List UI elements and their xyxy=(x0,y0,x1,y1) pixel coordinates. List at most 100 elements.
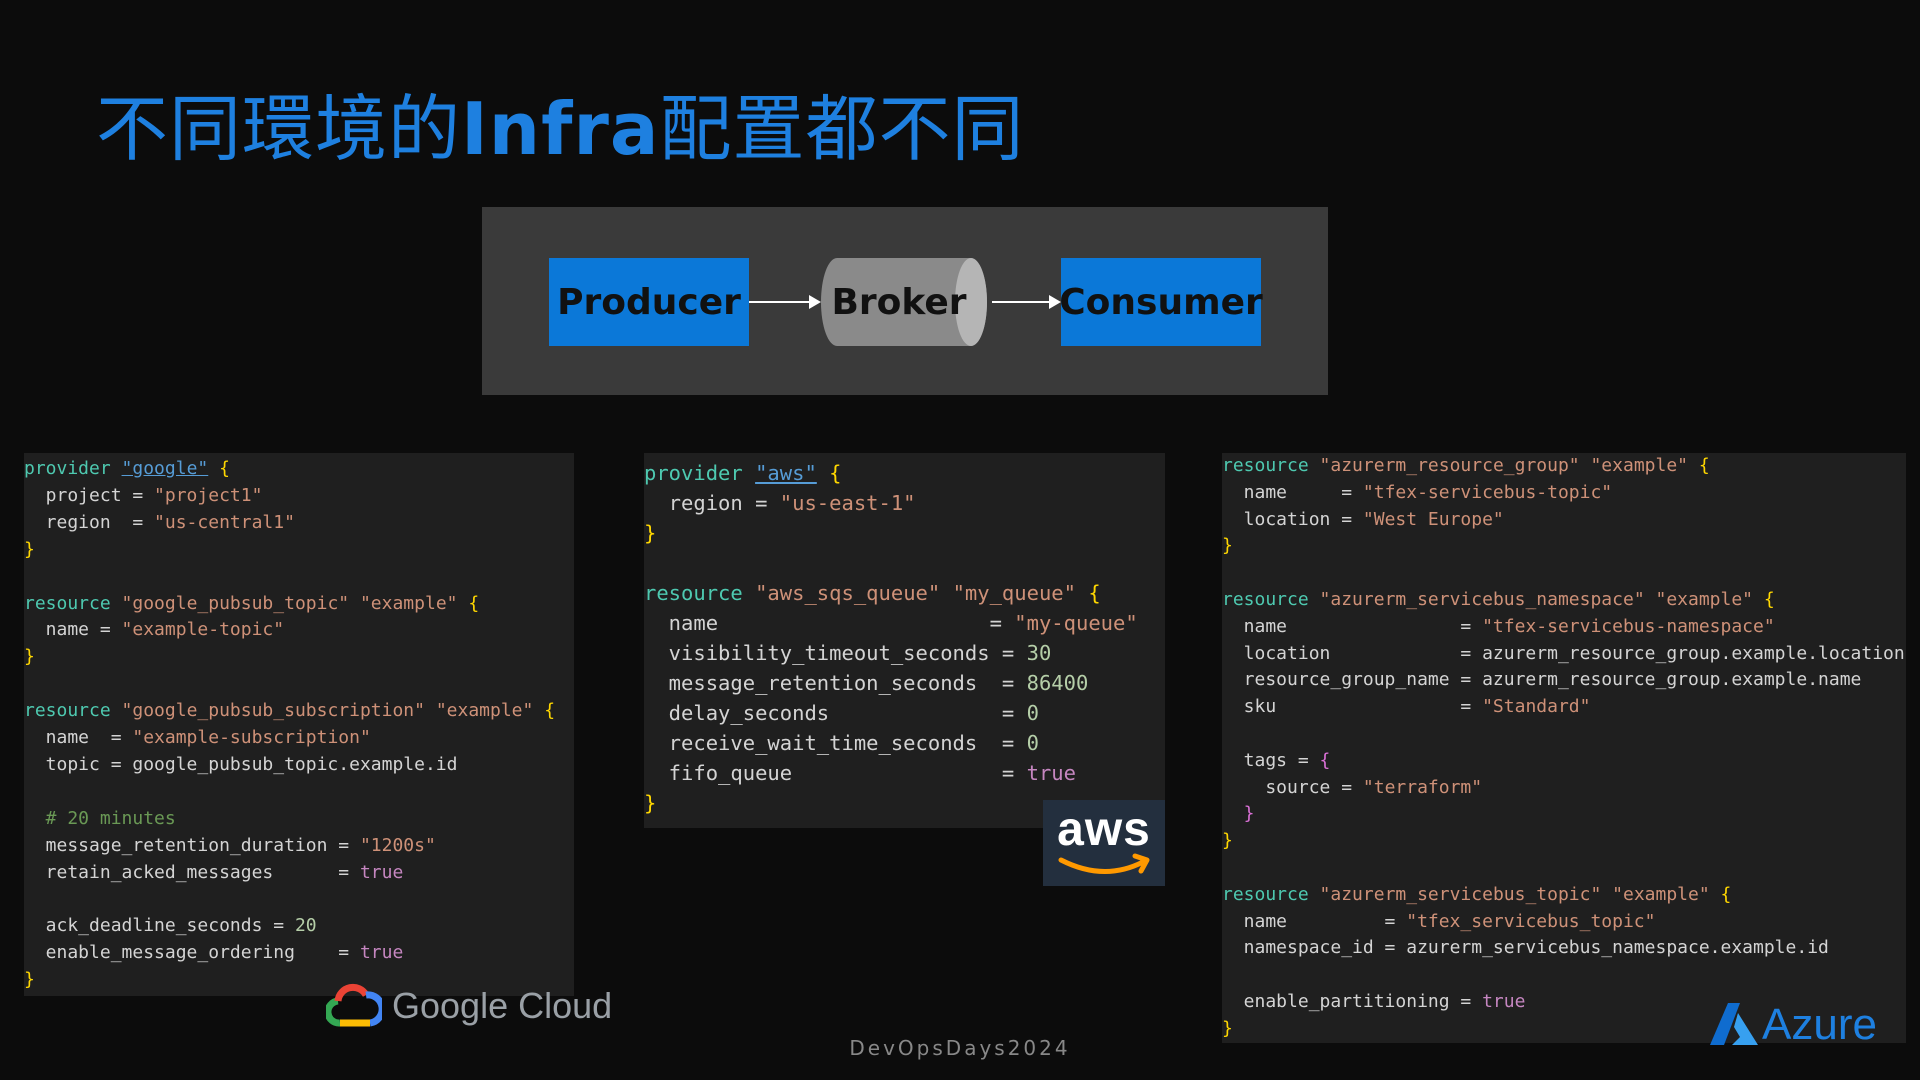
code-line: source = "terraform" xyxy=(1222,775,1906,802)
code-token: provider xyxy=(644,461,756,485)
code-token: "us-east-1" xyxy=(779,491,916,515)
code-token: "West Europe" xyxy=(1362,508,1504,530)
code-line: location = "West Europe" xyxy=(1222,507,1906,534)
code-line: fifo_queue = true xyxy=(644,758,1165,788)
code-line xyxy=(24,671,574,698)
code-line: name = "example-subscription" xyxy=(24,725,574,752)
code-token: "tfex-servicebus-topic" xyxy=(1362,481,1613,503)
code-token: { xyxy=(1319,749,1331,771)
code-line: name = "tfex-servicebus-namespace" xyxy=(1222,614,1906,641)
code-token: true xyxy=(1482,990,1526,1012)
code-token: name = xyxy=(1222,910,1407,932)
broker-cylinder: Broker xyxy=(819,258,989,350)
code-token: 30 xyxy=(1026,641,1052,665)
code-token: "aws_sqs_queue" "my_queue" xyxy=(755,581,1076,605)
code-token: "us-central1" xyxy=(154,511,295,533)
code-line: ack_deadline_seconds = 20 xyxy=(24,913,574,940)
consumer-box: Consumer xyxy=(1059,258,1263,346)
event-footer: DevOpsDays2024 xyxy=(849,1036,1071,1060)
code-line xyxy=(1222,855,1906,882)
code-token: true xyxy=(359,942,404,964)
arrow-producer-broker xyxy=(749,295,821,309)
code-line: } xyxy=(24,537,574,564)
code-token: "project1" xyxy=(154,484,263,506)
code-line: topic = google_pubsub_topic.example.id xyxy=(24,752,574,779)
code-token: "example-subscription" xyxy=(132,727,371,749)
google-cloud-logo-text: Google Cloud xyxy=(392,985,613,1026)
gcp-terraform-code: provider "google" { project = "project1"… xyxy=(24,453,574,996)
code-token: topic = google_pubsub_topic.example.id xyxy=(24,753,458,775)
message-flow-diagram: Producer Broker Consumer xyxy=(482,207,1328,395)
code-token: ack_deadline_seconds = xyxy=(24,915,295,937)
code-token: "tfex_servicebus_topic" xyxy=(1406,910,1656,932)
code-line: tags = { xyxy=(1222,748,1906,775)
code-line: } xyxy=(24,967,574,994)
code-token: "my-queue" xyxy=(1014,611,1138,635)
code-line: name = "tfex-servicebus-topic" xyxy=(1222,480,1906,507)
code-token: 0 xyxy=(1026,731,1039,755)
aws-logo: aws xyxy=(1043,800,1165,886)
code-line: location = azurerm_resource_group.exampl… xyxy=(1222,641,1906,668)
code-line: sku = "Standard" xyxy=(1222,694,1906,721)
code-token: location = xyxy=(1222,508,1363,530)
code-token: resource xyxy=(1222,588,1320,610)
aws-smile-icon xyxy=(1058,853,1150,874)
code-token: "example-topic" xyxy=(121,619,285,641)
code-token: resource xyxy=(644,581,756,605)
code-line: project = "project1" xyxy=(24,483,574,510)
code-line: provider "aws" { xyxy=(644,458,1165,488)
azure-terraform-code: resource "azurerm_resource_group" "examp… xyxy=(1222,453,1906,1043)
code-line: name = "example-topic" xyxy=(24,617,574,644)
code-line: enable_message_ordering = true xyxy=(24,940,574,967)
producer-box: Producer xyxy=(549,258,749,346)
code-token: } xyxy=(1222,830,1233,852)
code-token: region = xyxy=(644,491,780,515)
code-line: resource "google_pubsub_topic" "example"… xyxy=(24,591,574,618)
code-token: } xyxy=(24,538,35,560)
title-bold: Infra xyxy=(461,87,660,171)
code-line: region = "us-east-1" xyxy=(644,488,1165,518)
code-line: resource_group_name = azurerm_resource_g… xyxy=(1222,667,1906,694)
code-line: provider "google" { xyxy=(24,456,574,483)
code-line: message_retention_seconds = 86400 xyxy=(644,668,1165,698)
code-line: # 20 minutes xyxy=(24,806,574,833)
azure-logo-text: Azure xyxy=(1762,1000,1877,1049)
code-token: visibility_timeout_seconds = xyxy=(644,641,1027,665)
code-line: } xyxy=(1222,801,1906,828)
code-token: retain_acked_messages = xyxy=(24,861,360,883)
code-token: location = azurerm_resource_group.exampl… xyxy=(1222,642,1905,664)
google-cloud-icon xyxy=(324,983,386,1033)
code-line: resource "azurerm_servicebus_topic" "exa… xyxy=(1222,882,1906,909)
code-token: 86400 xyxy=(1026,671,1089,695)
broker-cylinder-shape xyxy=(821,258,987,346)
code-token: } xyxy=(24,969,35,991)
azure-icon xyxy=(1710,1003,1758,1049)
code-token: "1200s" xyxy=(359,834,436,856)
code-line xyxy=(1222,560,1906,587)
code-line: visibility_timeout_seconds = 30 xyxy=(644,638,1165,668)
code-token: "azurerm_resource_group" "example" xyxy=(1319,455,1689,476)
code-token: delay_seconds = xyxy=(644,701,1027,725)
code-token: tags = xyxy=(1222,749,1320,771)
code-line: } xyxy=(24,644,574,671)
code-line: receive_wait_time_seconds = 0 xyxy=(644,728,1165,758)
code-token: name = xyxy=(1222,615,1483,637)
code-token: { xyxy=(1688,455,1710,476)
code-token: project = xyxy=(24,484,155,506)
code-token: region = xyxy=(24,511,155,533)
code-line xyxy=(644,548,1165,578)
code-token: "google_pubsub_subscription" "example" xyxy=(121,700,534,722)
code-token: source = xyxy=(1222,776,1363,798)
code-token: "terraform" xyxy=(1362,776,1483,798)
code-token: { xyxy=(816,461,842,485)
code-token: message_retention_duration = xyxy=(24,834,360,856)
code-line: } xyxy=(1222,533,1906,560)
code-line: } xyxy=(1222,828,1906,855)
code-line xyxy=(24,887,574,914)
code-token: { xyxy=(1753,588,1775,610)
code-line: name = "tfex_servicebus_topic" xyxy=(1222,909,1906,936)
code-token: { xyxy=(533,700,556,722)
code-token: "tfex-servicebus-namespace" xyxy=(1482,615,1775,637)
code-line: enable_partitioning = true xyxy=(1222,989,1906,1016)
code-token: } xyxy=(644,791,657,815)
